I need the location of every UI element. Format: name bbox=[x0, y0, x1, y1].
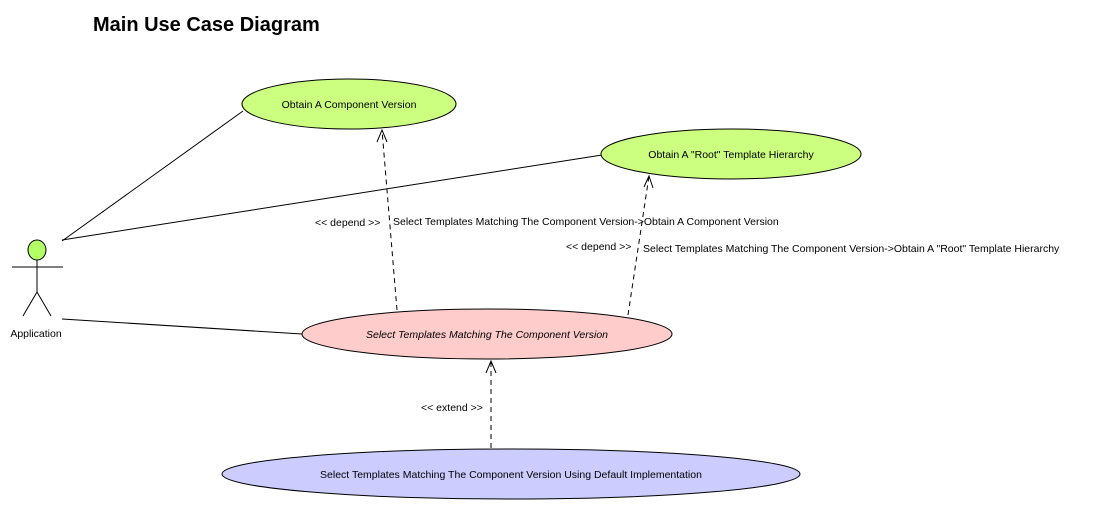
actor-name: Application bbox=[10, 328, 62, 340]
diagram-title: Main Use Case Diagram bbox=[93, 14, 320, 36]
use-case-select-templates[interactable]: Select Templates Matching The Component … bbox=[301, 308, 673, 360]
use-case-obtain-root-template-hierarchy[interactable]: Obtain A "Root" Template Hierarchy bbox=[600, 128, 862, 180]
use-case-label: Select Templates Matching The Component … bbox=[366, 329, 608, 341]
use-case-select-templates-default[interactable]: Select Templates Matching The Component … bbox=[221, 448, 801, 500]
use-case-label: Obtain A Component Version bbox=[282, 99, 417, 111]
depend-stereotype-label: << depend >> bbox=[315, 217, 380, 229]
depend-relationship-name: Select Templates Matching The Component … bbox=[393, 216, 779, 228]
association-actor-select-templates bbox=[61, 318, 303, 335]
depend-relationship-name: Select Templates Matching The Component … bbox=[643, 243, 1060, 255]
use-case-obtain-component-version[interactable]: Obtain A Component Version bbox=[241, 78, 457, 130]
depend-stereotype-label: << depend >> bbox=[566, 241, 631, 253]
actor-application[interactable]: Application bbox=[10, 239, 63, 340]
association-actor-obtain-component bbox=[61, 110, 244, 242]
extend-arrow bbox=[485, 359, 497, 448]
actor-head-icon bbox=[27, 239, 47, 261]
association-actor-obtain-root-hierarchy bbox=[61, 154, 603, 241]
use-case-label: Select Templates Matching The Component … bbox=[320, 469, 702, 481]
depend-arrow-component-version bbox=[376, 128, 398, 311]
use-case-label: Obtain A "Root" Template Hierarchy bbox=[648, 149, 814, 161]
depend-arrow-root-hierarchy bbox=[627, 174, 654, 316]
extend-stereotype-label: << extend >> bbox=[421, 402, 483, 414]
